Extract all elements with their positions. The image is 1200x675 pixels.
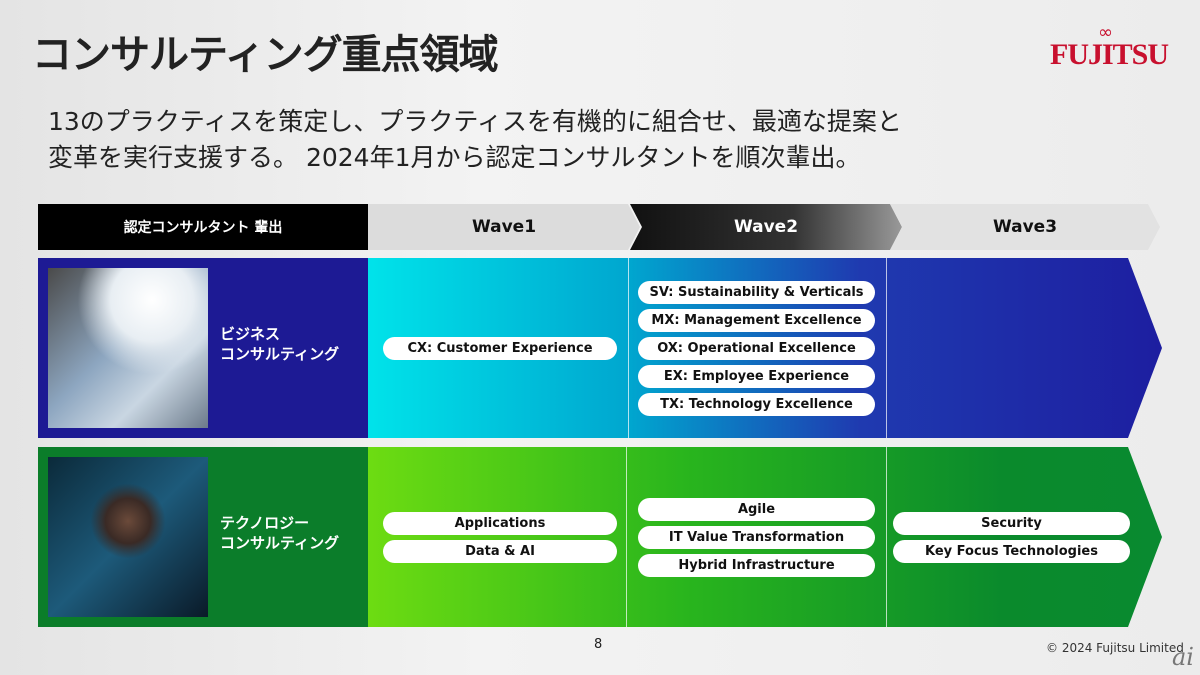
practice-pill: CX: Customer Experience — [383, 336, 617, 360]
practice-column: CX: Customer Experience — [383, 258, 617, 438]
practice-pill: Applications — [383, 511, 617, 535]
practice-column — [893, 258, 1130, 438]
technology-photo — [48, 457, 208, 617]
practice-pill: Key Focus Technologies — [893, 539, 1130, 563]
practice-pill: Hybrid Infrastructure — [638, 553, 875, 577]
technology-row-label: テクノロジーコンサルティング — [38, 447, 368, 627]
practice-pill: TX: Technology Excellence — [638, 392, 875, 416]
practice-pill: MX: Management Excellence — [638, 308, 875, 332]
row-label-line: コンサルティング — [220, 534, 340, 552]
practice-pill: Agile — [638, 497, 875, 521]
watermark-logo: ai — [1172, 643, 1194, 671]
infinity-icon: ∞ — [1098, 22, 1113, 43]
row-label-line: ビジネス — [220, 325, 281, 343]
business-photo — [48, 268, 208, 428]
wave1-header: Wave1 — [368, 204, 640, 250]
practice-pill: Security — [893, 511, 1130, 535]
practice-pill: Data & AI — [383, 539, 617, 563]
wave3-header: Wave3 — [890, 204, 1160, 250]
wave2-header: Wave2 — [630, 204, 902, 250]
business-row-label: ビジネスコンサルティング — [38, 258, 368, 438]
subtitle: 13のプラクティスを策定し、プラクティスを有機的に組合せ、最適な提案と 変革を実… — [48, 104, 902, 176]
practice-pill: EX: Employee Experience — [638, 364, 875, 388]
slide-title: コンサルティング重点領域 — [32, 32, 499, 78]
business-band: CX: Customer Experience SV: Sustainabili… — [368, 258, 1162, 438]
practice-pill: IT Value Transformation — [638, 525, 875, 549]
copyright: © 2024 Fujitsu Limited — [1046, 641, 1184, 655]
practice-pill: SV: Sustainability & Verticals — [638, 280, 875, 304]
subtitle-line: 変革を実行支援する。 2024年1月から認定コンサルタントを順次輩出。 — [48, 143, 861, 172]
page-number: 8 — [594, 637, 603, 652]
subtitle-line: 13のプラクティスを策定し、プラクティスを有機的に組合せ、最適な提案と — [48, 107, 902, 136]
practice-pill: OX: Operational Excellence — [638, 336, 875, 360]
row-label-line: コンサルティング — [220, 345, 340, 363]
fujitsu-logo: ∞FUJITSU — [1050, 22, 1169, 71]
row-label-line: テクノロジー — [220, 514, 310, 532]
header-label: 認定コンサルタント 輩出 — [38, 204, 368, 250]
